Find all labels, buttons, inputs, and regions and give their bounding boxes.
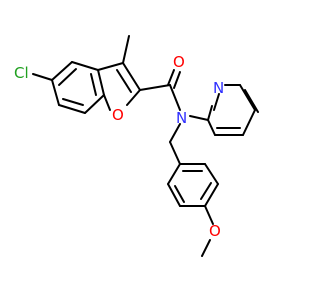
atom-labels: Cl O O N N O bbox=[14, 53, 224, 240]
chlorine-label: Cl bbox=[14, 64, 29, 82]
bond bbox=[62, 98, 84, 106]
amide-nitrogen-label: N bbox=[176, 109, 187, 127]
bond bbox=[207, 105, 213, 121]
bond bbox=[51, 79, 60, 106]
bond bbox=[167, 183, 181, 207]
bond bbox=[51, 61, 73, 81]
bond bbox=[122, 35, 130, 64]
bond bbox=[169, 84, 181, 111]
bond bbox=[58, 104, 86, 114]
bond bbox=[122, 62, 141, 91]
bond bbox=[167, 163, 181, 185]
bond bbox=[97, 69, 105, 96]
pyridine-nitrogen-label: N bbox=[213, 79, 224, 97]
furan-oxygen-label: O bbox=[112, 106, 124, 124]
bond bbox=[90, 73, 97, 96]
bond bbox=[204, 183, 219, 207]
bond bbox=[200, 182, 212, 200]
bond bbox=[116, 69, 132, 93]
bond bbox=[71, 61, 99, 71]
bond bbox=[103, 94, 111, 111]
molecule-diagram: Cl O O N N O bbox=[14, 35, 259, 257]
bond bbox=[204, 163, 219, 185]
bond bbox=[169, 123, 181, 143]
bond bbox=[174, 185, 185, 203]
bond bbox=[139, 84, 171, 91]
bond bbox=[126, 89, 141, 106]
bond bbox=[207, 119, 216, 136]
bond bbox=[169, 141, 181, 165]
bond bbox=[189, 115, 209, 121]
bond bbox=[84, 94, 105, 114]
bond bbox=[213, 93, 220, 111]
bond bbox=[173, 71, 181, 89]
bond bbox=[204, 205, 214, 225]
bond bbox=[244, 89, 259, 113]
bond bbox=[201, 239, 211, 257]
bond bbox=[58, 68, 77, 86]
bonds bbox=[32, 35, 259, 257]
ether-oxygen-label: O bbox=[209, 222, 221, 240]
bond bbox=[97, 62, 124, 71]
bond bbox=[32, 73, 53, 81]
bond bbox=[239, 84, 256, 111]
bond bbox=[167, 69, 175, 86]
carbonyl-oxygen-label: O bbox=[173, 53, 185, 71]
bond bbox=[242, 109, 256, 136]
structure-canvas: Cl O O N N O bbox=[14, 35, 259, 257]
